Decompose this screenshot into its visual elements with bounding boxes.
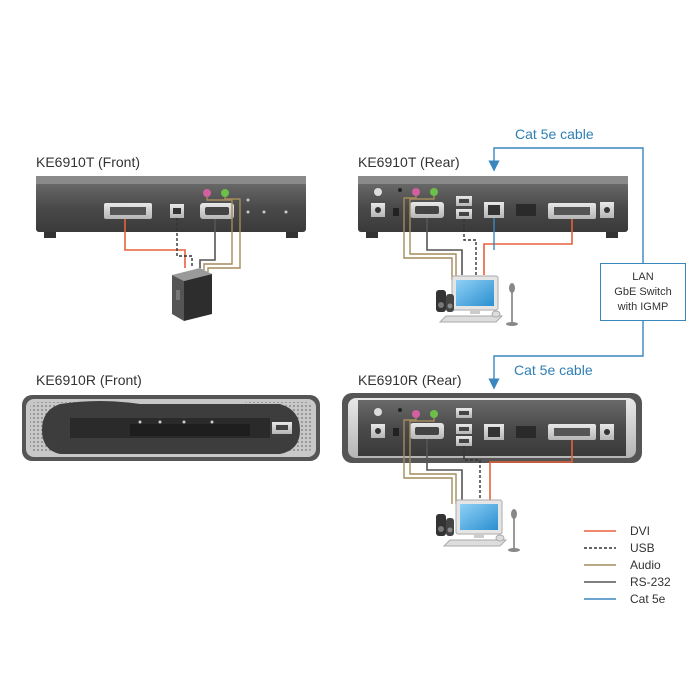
ke6910r-rear-unit xyxy=(342,393,642,552)
mic-jack-icon xyxy=(412,188,420,196)
label-ke6910r-front: KE6910R (Front) xyxy=(36,372,142,388)
speaker-jack-icon xyxy=(221,189,229,197)
speaker-jack-icon xyxy=(430,410,438,418)
mic-jack-icon xyxy=(412,410,420,418)
serial-port-icon xyxy=(200,203,234,219)
legend-label-audio: Audio xyxy=(630,558,661,572)
serial-port-icon xyxy=(410,202,444,218)
legend-label-dvi: DVI xyxy=(630,524,651,538)
usb-a-ports-icon xyxy=(456,196,472,219)
label-ke6910t-front: KE6910T (Front) xyxy=(36,154,141,170)
legend-label-cat5e: Cat 5e xyxy=(630,592,666,606)
label-ke6910r-rear: KE6910R (Rear) xyxy=(358,372,462,388)
lan-switch-line2: GbE Switch xyxy=(614,286,672,298)
lan-switch-line1: LAN xyxy=(632,271,654,283)
speaker-jack-icon xyxy=(430,188,438,196)
computer-workstation-icon xyxy=(436,275,518,326)
ke6910t-front-unit xyxy=(36,176,306,321)
legend-label-rs232: RS-232 xyxy=(630,575,671,589)
lan-port-icon xyxy=(484,424,504,440)
pc-tower-icon xyxy=(172,268,212,321)
lan-switch-line3: with IGMP xyxy=(617,301,669,313)
label-cat5e-cable-top: Cat 5e cable xyxy=(515,126,594,142)
lan-port-icon xyxy=(484,202,504,218)
legend-label-usb: USB xyxy=(630,541,655,555)
dvi-port-icon xyxy=(548,424,596,440)
ke6910t-rear-unit xyxy=(358,176,628,326)
mic-jack-icon xyxy=(203,189,211,197)
lan-switch-box: LAN GbE Switch with IGMP xyxy=(600,263,686,321)
ke6910r-front-unit xyxy=(22,395,320,461)
usb-a-ports-icon xyxy=(456,408,472,446)
computer-workstation-icon xyxy=(436,499,520,552)
legend-swatches xyxy=(584,530,616,600)
label-cat5e-cable-bottom: Cat 5e cable xyxy=(514,362,593,378)
usb-b-port-icon xyxy=(170,204,184,218)
cat5e-network-lines xyxy=(488,147,644,390)
dvi-port-icon xyxy=(104,203,152,219)
serial-port-icon xyxy=(410,423,444,439)
label-ke6910t-rear: KE6910T (Rear) xyxy=(358,154,460,170)
dvi-port-icon xyxy=(548,203,596,219)
